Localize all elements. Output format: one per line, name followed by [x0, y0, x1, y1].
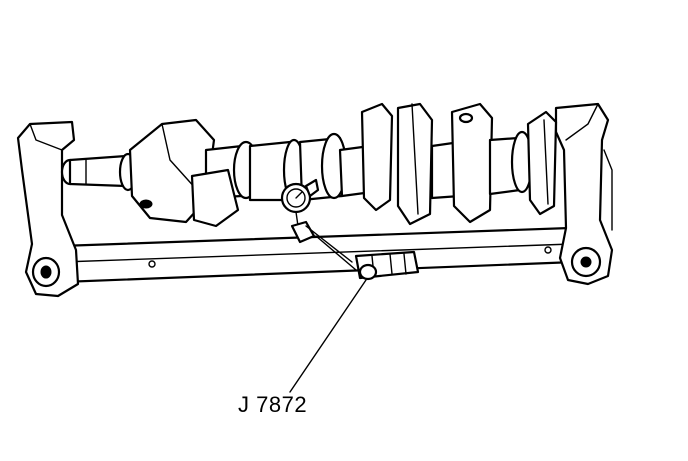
tool-callout-label: J 7872 [238, 392, 308, 417]
callout-leader-line [289, 279, 367, 393]
magnetic-base-icon [354, 250, 420, 281]
crankshaft [60, 102, 558, 228]
support-fixture [16, 102, 614, 298]
dial-indicator-icon [280, 178, 357, 271]
